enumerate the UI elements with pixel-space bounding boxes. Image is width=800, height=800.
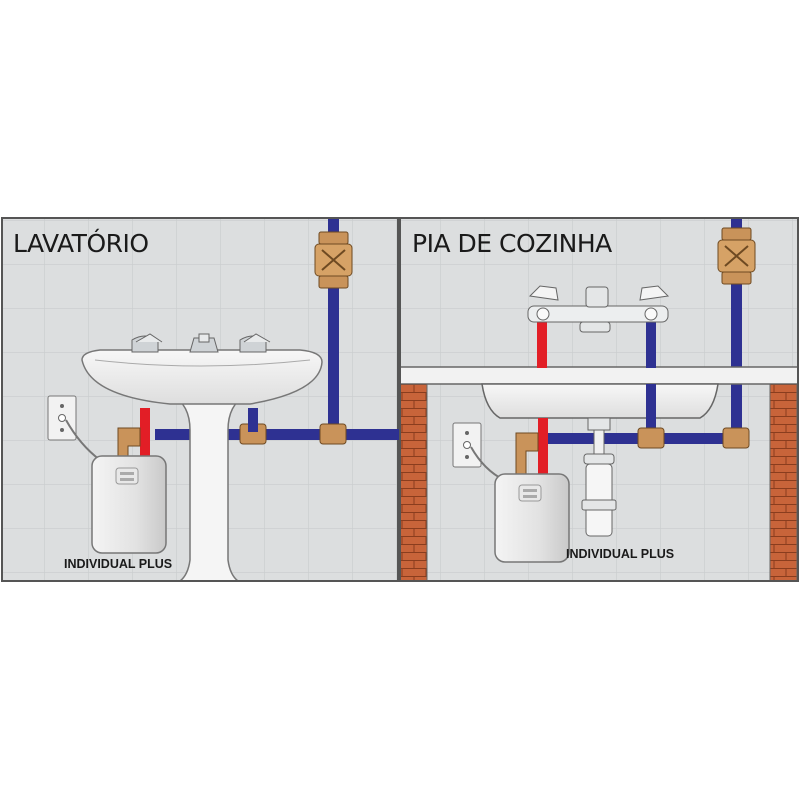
- tee-fitting: [722, 427, 750, 449]
- registro-valve-icon: [717, 227, 756, 285]
- faucet-icon: [527, 285, 670, 333]
- water-heater-icon: [494, 473, 570, 563]
- brick-wall: [399, 383, 428, 582]
- panel-lavatorio: INDIVIDUAL PLUS LAVATÓRIO: [1, 217, 400, 582]
- electric-outlet-icon: [47, 395, 77, 441]
- heater-label: INDIVIDUAL PLUS: [566, 547, 674, 561]
- kitchen-sink: [481, 383, 719, 419]
- water-heater-icon: [91, 455, 167, 554]
- faucet-icon: [189, 333, 219, 353]
- countertop: [399, 366, 799, 385]
- panel-title: LAVATÓRIO: [13, 228, 149, 258]
- hot-pipe: [538, 418, 548, 476]
- cold-horizontal-pipe: [155, 429, 400, 440]
- brick-wall: [769, 383, 798, 582]
- siphon-icon: [581, 417, 617, 537]
- hot-pipe: [537, 320, 547, 368]
- tee-fitting: [319, 423, 347, 445]
- electric-outlet-icon: [452, 422, 482, 468]
- heater-label: INDIVIDUAL PLUS: [64, 557, 172, 571]
- lavatory-basin: [81, 349, 323, 405]
- faucet-icon: [239, 333, 271, 353]
- cold-branch-pipe: [646, 320, 656, 368]
- faucet-icon: [131, 333, 163, 353]
- cold-supply-pipe: [731, 218, 742, 443]
- panel-title: PIA DE COZINHA: [412, 229, 612, 258]
- registro-valve-icon: [314, 231, 353, 289]
- tee-fitting: [637, 427, 665, 449]
- hot-pipe: [140, 408, 150, 458]
- panel-pia-de-cozinha: INDIVIDUAL PLUS PIA DE COZINHA: [399, 217, 799, 582]
- cold-branch-pipe: [248, 408, 258, 432]
- cold-branch-pipe: [646, 384, 656, 436]
- cold-supply-pipe: [328, 218, 339, 436]
